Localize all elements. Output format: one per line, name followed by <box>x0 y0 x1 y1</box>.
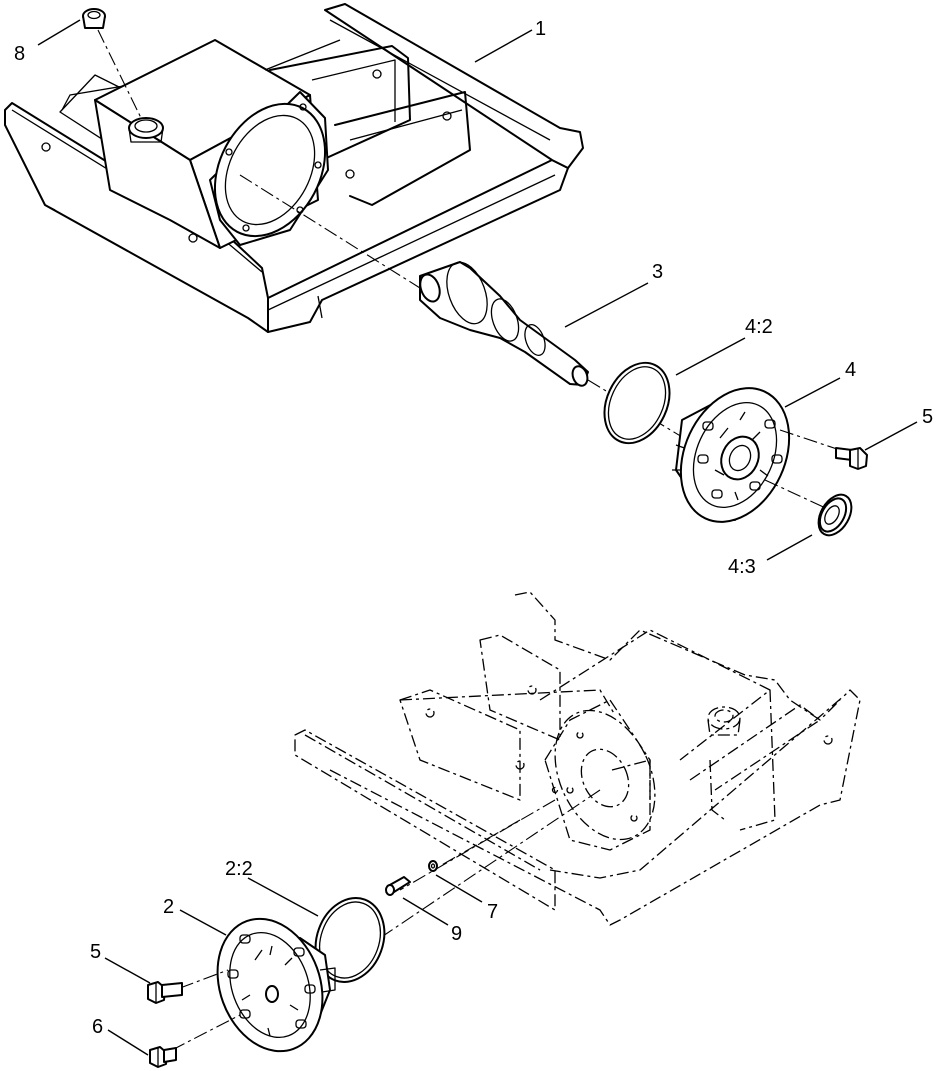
plug-part <box>82 8 106 29</box>
bearing-housing-bottom-part <box>216 917 336 1053</box>
o-ring-bottom-part <box>314 897 386 983</box>
callout-3: 3 <box>652 261 663 283</box>
callout-6: 6 <box>92 1016 103 1038</box>
bolt-top-part <box>835 447 868 470</box>
washer-part <box>428 860 438 872</box>
base-plate-top <box>4 3 584 333</box>
o-ring-top-part <box>603 361 671 445</box>
callout-5-bottom: 5 <box>90 941 101 963</box>
callout-1: 1 <box>535 18 546 40</box>
callout-8: 8 <box>14 43 25 65</box>
callout-2-2: 2:2 <box>225 858 253 880</box>
callout-4: 4 <box>845 359 856 381</box>
callout-5-top: 5 <box>922 406 933 428</box>
bolt-6-part <box>149 1046 177 1068</box>
screw-part <box>385 876 411 896</box>
callout-7: 7 <box>487 901 498 923</box>
bolt-bottom-part <box>147 981 183 1004</box>
callout-9: 9 <box>451 923 462 945</box>
callout-4-2: 4:2 <box>745 316 773 338</box>
callout-4-3: 4:3 <box>728 556 756 578</box>
eccentric-shaft-part <box>419 261 589 387</box>
callout-2: 2 <box>163 896 174 918</box>
shaft-seal-part <box>817 493 853 537</box>
leader-lines <box>37 19 918 1056</box>
bearing-housing-top-part <box>672 387 791 523</box>
base-plate-bottom-phantom <box>294 591 861 926</box>
